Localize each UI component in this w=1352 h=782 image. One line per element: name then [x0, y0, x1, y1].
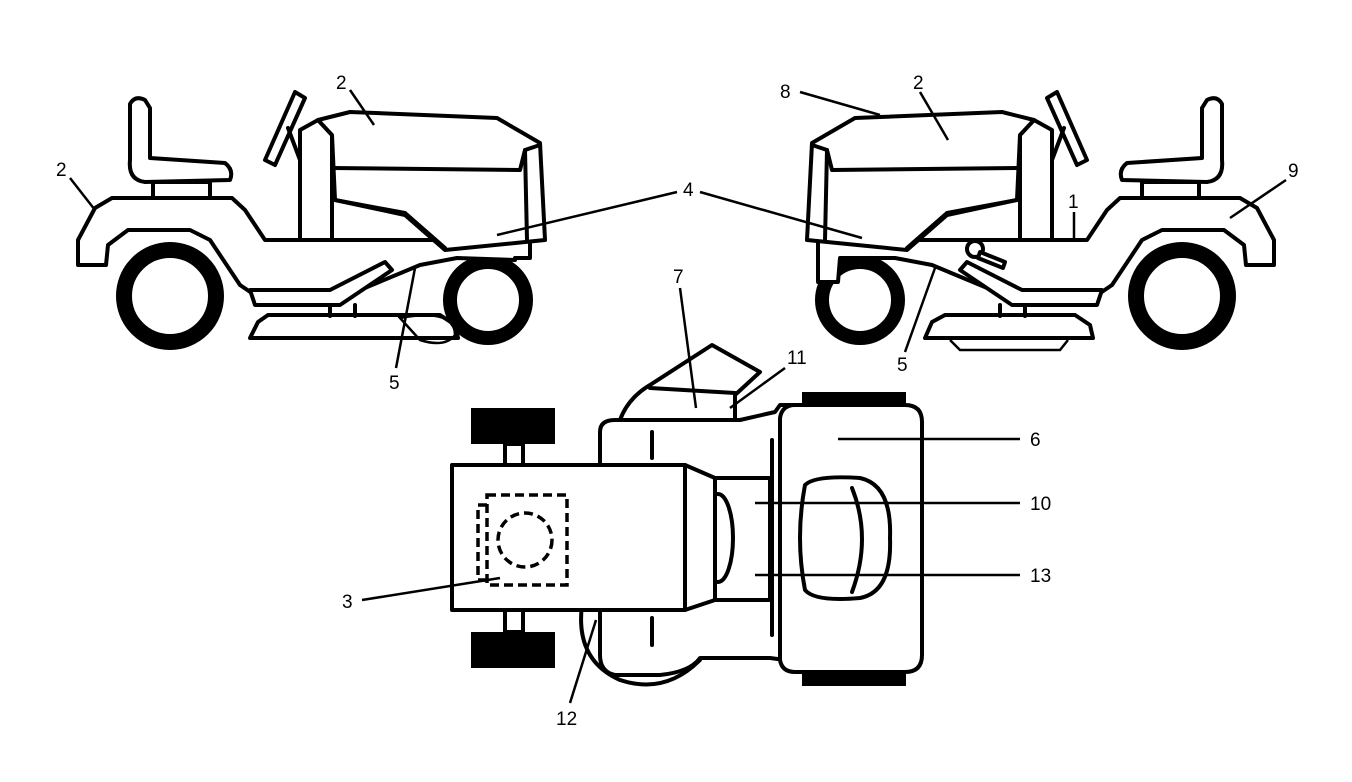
callout-8: 8 [780, 82, 791, 103]
engine-outline-top [485, 493, 569, 587]
leader-lines [69, 89, 1287, 704]
seat-back-left [127, 96, 234, 184]
deck-chute-right [949, 339, 1069, 352]
callout-11: 11 [787, 348, 807, 369]
callout-1: 1 [1068, 192, 1079, 213]
footboard-right [958, 260, 1104, 307]
callout-6: 6 [1030, 430, 1041, 451]
rear-wheel-right [1128, 242, 1236, 350]
seat-back-right [1118, 96, 1225, 184]
hood-right [805, 110, 1036, 252]
callout-2-rear-left: 2 [56, 160, 67, 181]
front-wheel-top-left [471, 408, 555, 444]
seat-top [798, 475, 893, 601]
dash-pillar-left [298, 118, 334, 242]
rear-wheel-left [116, 242, 224, 350]
deck-chute-left [397, 314, 457, 345]
discharge-chute-top [618, 343, 762, 422]
callouts: 2 2 4 5 2 8 1 9 5 7 11 6 10 13 3 12 [56, 73, 1299, 730]
engine-pulley-top [496, 511, 554, 569]
callout-5-right: 5 [897, 355, 908, 376]
callout-2-hood-left: 2 [336, 73, 347, 94]
callout-3: 3 [342, 592, 353, 613]
front-wheel-left [443, 255, 533, 345]
seat-base-right [1140, 180, 1201, 200]
steering-wheel-right [1045, 90, 1089, 167]
hood-left [316, 110, 547, 252]
dash-pillar-right [1018, 118, 1054, 242]
callout-7: 7 [673, 267, 684, 288]
callout-4: 4 [683, 180, 694, 201]
hood-top [450, 463, 717, 612]
callout-10: 10 [1030, 494, 1051, 515]
callout-13: 13 [1030, 566, 1051, 587]
rear-body-left [76, 196, 532, 302]
front-wheel-top-right [471, 632, 555, 668]
mower-deck-right [923, 313, 1095, 340]
tractor-right-side-view [805, 90, 1276, 352]
tractor-top-view [450, 343, 924, 687]
front-wheel-right [815, 255, 905, 345]
callout-2-hood-right: 2 [913, 73, 924, 94]
steering-wheel-left [263, 90, 307, 167]
callout-9: 9 [1288, 161, 1299, 182]
mower-deck-left [248, 313, 460, 340]
footboard-left [248, 260, 394, 307]
tractor-left-side-view [76, 90, 547, 350]
rear-body-right [816, 196, 1276, 302]
seat-base-left [151, 180, 212, 200]
callout-12: 12 [556, 709, 577, 730]
callout-5-left: 5 [389, 373, 400, 394]
